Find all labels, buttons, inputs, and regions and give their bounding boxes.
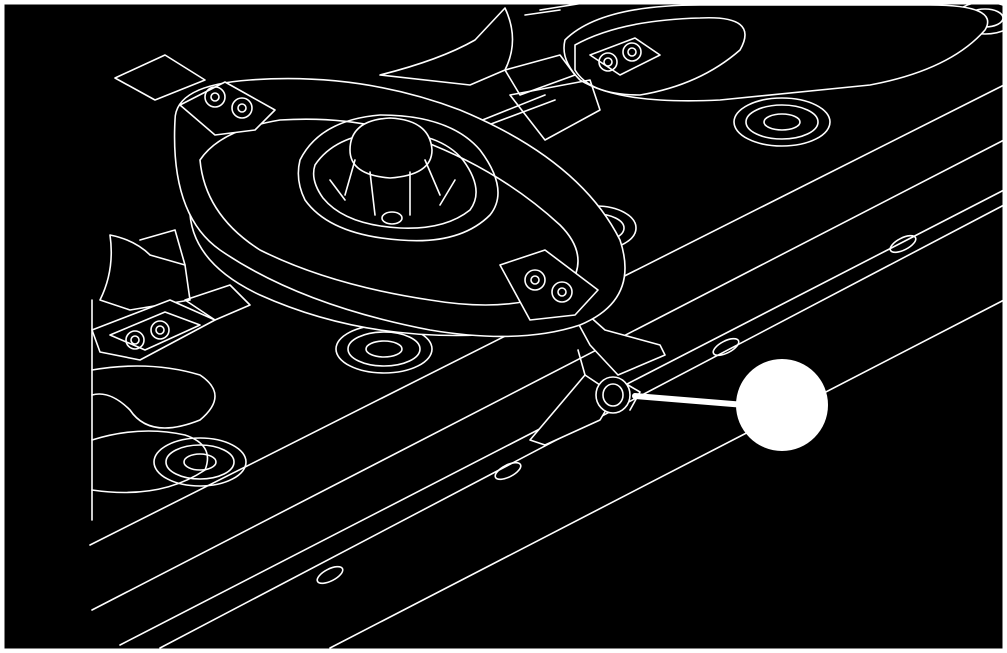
mounting-bolt bbox=[529, 349, 641, 446]
bolt-plate bbox=[499, 249, 599, 321]
bar-slot bbox=[494, 461, 522, 481]
callout-marker bbox=[736, 359, 828, 451]
center-disc-blade-right bbox=[559, 289, 666, 376]
washer bbox=[153, 437, 247, 487]
callout-leader-line bbox=[632, 393, 748, 408]
bar-slot bbox=[712, 337, 740, 357]
bar-slot bbox=[316, 565, 344, 585]
cutter-bar-rail-4 bbox=[329, 299, 1005, 649]
bar-slot bbox=[889, 234, 917, 254]
cutter-bar-rail-1 bbox=[91, 139, 1005, 611]
bolt-head bbox=[595, 376, 631, 414]
callout bbox=[632, 359, 828, 451]
washer bbox=[335, 324, 433, 374]
bolt-plate bbox=[179, 81, 276, 136]
cutter-disc-left bbox=[91, 229, 251, 521]
center-disc-blade-left bbox=[114, 54, 206, 101]
cutter-bar-slots bbox=[316, 234, 917, 585]
washer bbox=[733, 97, 831, 147]
cutter-disc-center bbox=[114, 54, 666, 376]
cutter-bar bbox=[89, 84, 1005, 649]
